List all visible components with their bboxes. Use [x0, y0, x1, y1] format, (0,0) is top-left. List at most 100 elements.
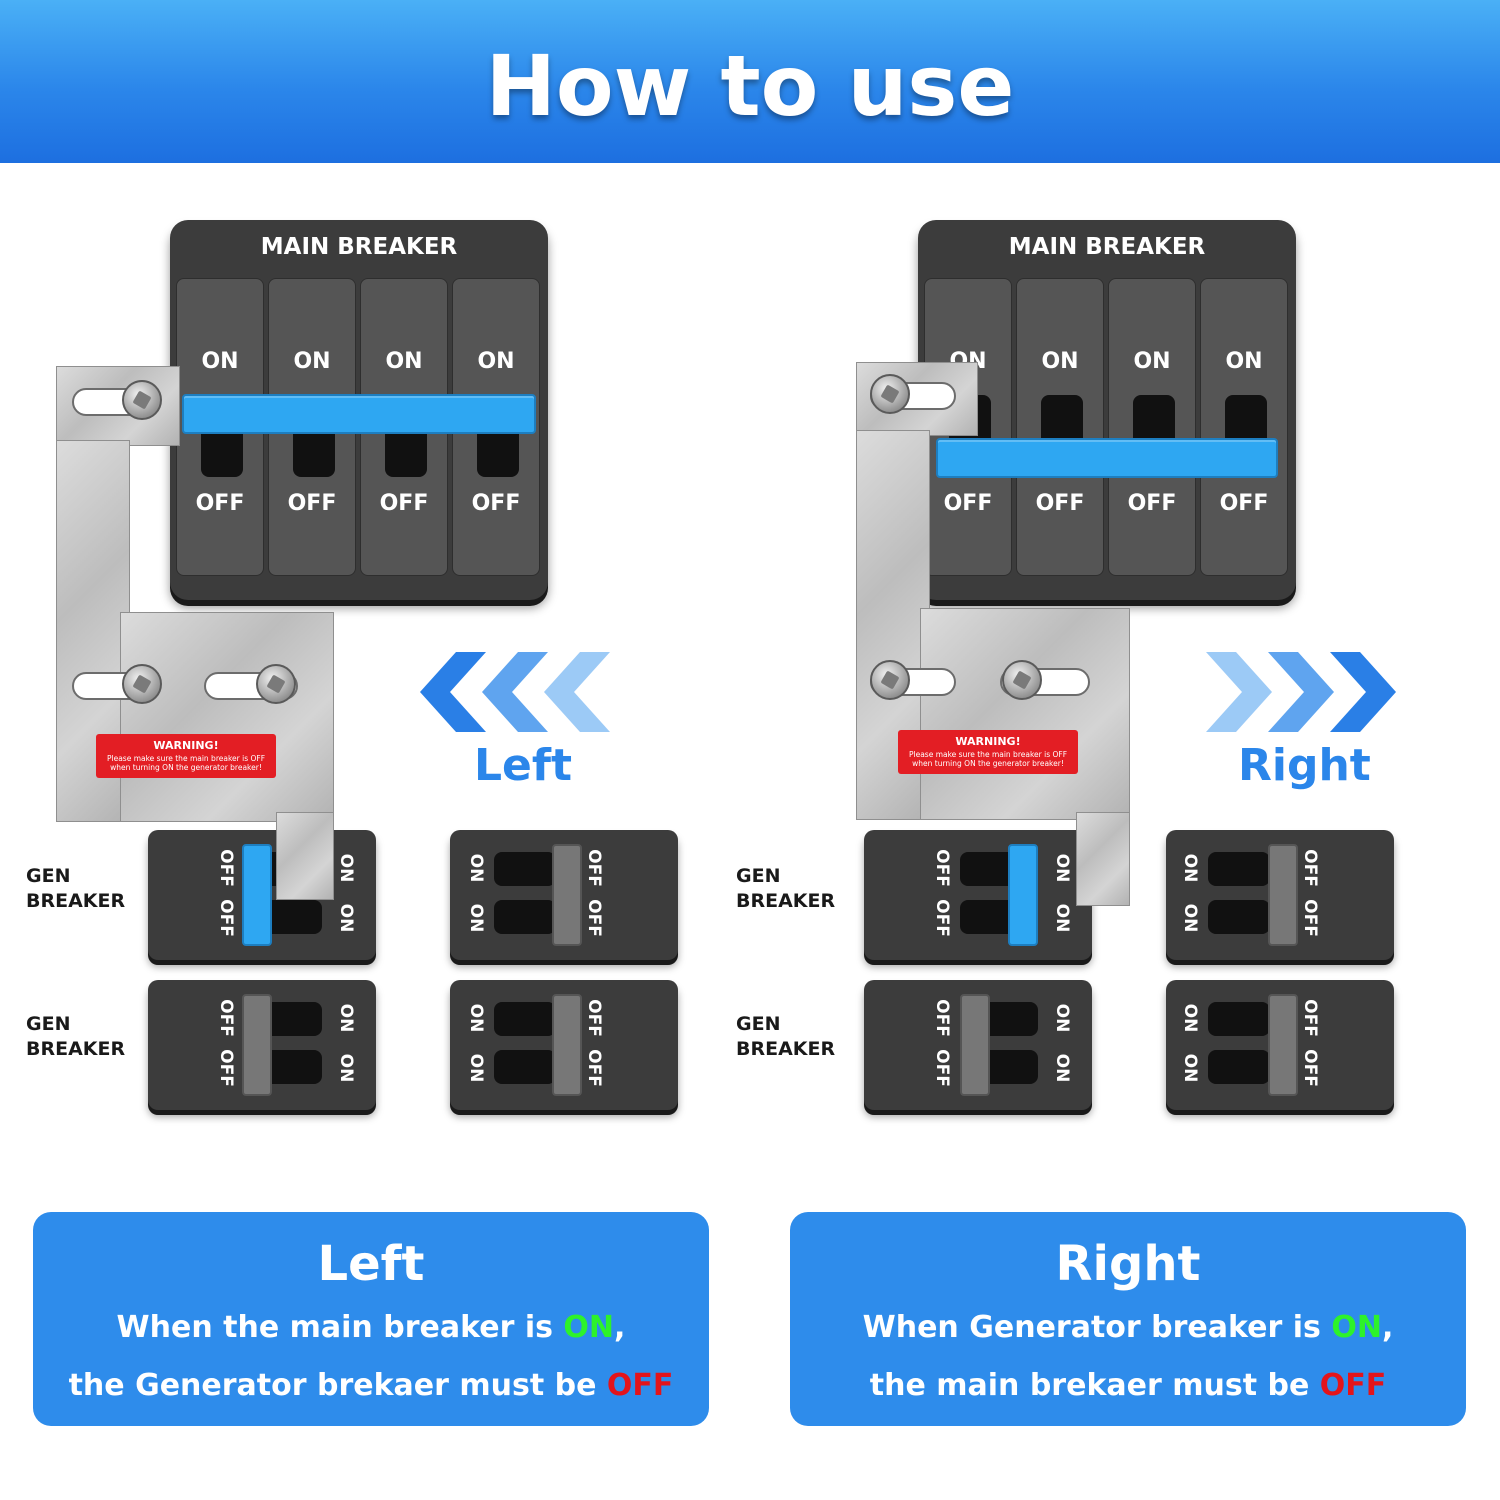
main-breaker-handle-tie-off	[936, 438, 1278, 478]
chevron-right-icon	[1268, 652, 1334, 732]
gen-handle-on	[1008, 844, 1038, 946]
gen-handle-off	[552, 844, 582, 946]
warning-text: Please make sure the main breaker is OFF…	[908, 750, 1068, 768]
gen-off-label: OFF	[216, 849, 236, 887]
gen-slot	[494, 852, 556, 886]
gen-on-label: ON	[1052, 1053, 1072, 1083]
right-arrows-icon	[1206, 652, 1396, 732]
pole-off-label: OFF	[1035, 491, 1085, 516]
main-breaker-pole: ON OFF	[1016, 278, 1104, 576]
pole-off-label: OFF	[195, 491, 245, 516]
gen-handle-off	[552, 994, 582, 1096]
interlock-plate-lower	[120, 612, 334, 822]
gen-off-label: OFF	[584, 849, 604, 887]
gen-breaker-label: GEN BREAKER	[26, 1013, 126, 1060]
gen-off-label: OFF	[1300, 999, 1320, 1037]
main-breaker-title: MAIN BREAKER	[1008, 234, 1206, 260]
gen-breaker: OFF OFF ON ON	[148, 830, 376, 960]
gen-slot	[1208, 852, 1270, 886]
interlock-plate-stop	[1076, 812, 1130, 906]
pole-off-label: OFF	[1219, 491, 1269, 516]
gen-off-label: OFF	[584, 1049, 604, 1087]
gen-slot	[494, 900, 556, 934]
pole-on-label: ON	[385, 349, 423, 374]
gen-breaker-label: GEN BREAKER	[736, 865, 836, 912]
gen-handle-off	[1268, 994, 1298, 1096]
gen-handle-off	[1268, 844, 1298, 946]
warning-label: WARNING! Please make sure the main break…	[898, 730, 1078, 774]
gen-off-label: OFF	[932, 849, 952, 887]
direction-label-right: Right	[1238, 740, 1371, 791]
chevron-right-icon	[1330, 652, 1396, 732]
pole-on-label: ON	[293, 349, 331, 374]
info-line: When Generator breaker is ON,	[862, 1310, 1394, 1345]
gen-off-label: OFF	[584, 999, 604, 1037]
gen-on-label: ON	[336, 903, 356, 933]
gen-on-label: ON	[336, 1053, 356, 1083]
warning-text: Please make sure the main breaker is OFF…	[106, 754, 266, 772]
gen-on-label: ON	[466, 1053, 486, 1083]
gen-off-label: OFF	[216, 999, 236, 1037]
gen-breaker: OFF OFF ON ON	[864, 980, 1092, 1110]
header-banner: How to use	[0, 0, 1500, 163]
gen-on-label: ON	[336, 1003, 356, 1033]
gen-breaker-label: GEN BREAKER	[26, 865, 126, 912]
gen-handle-off	[242, 994, 272, 1096]
gen-handle-off	[960, 994, 990, 1096]
gen-off-label: OFF	[932, 999, 952, 1037]
screw-icon	[1002, 660, 1042, 700]
gen-on-label: ON	[466, 1003, 486, 1033]
main-breaker-title: MAIN BREAKER	[260, 234, 458, 260]
gen-slot	[1208, 900, 1270, 934]
gen-slot	[494, 1050, 556, 1084]
pole-off-label: OFF	[379, 491, 429, 516]
chevron-left-icon	[544, 652, 610, 732]
pole-on-label: ON	[477, 349, 515, 374]
gen-off-label: OFF	[1300, 849, 1320, 887]
gen-on-label: ON	[336, 853, 356, 883]
info-line: When the main breaker is ON,	[116, 1310, 626, 1345]
pole-off-label: OFF	[1127, 491, 1177, 516]
screw-icon	[256, 664, 296, 704]
gen-slot	[1208, 1050, 1270, 1084]
gen-on-label: ON	[1052, 1003, 1072, 1033]
gen-breaker: OFF OFF ON ON	[864, 830, 1092, 960]
page-title: How to use	[485, 37, 1015, 135]
gen-breaker: ON ON OFF OFF	[450, 830, 678, 960]
info-box-left: Left When the main breaker is ON, the Ge…	[33, 1212, 709, 1426]
pole-off-label: OFF	[287, 491, 337, 516]
info-line: the Generator brekaer must be OFF	[68, 1368, 674, 1403]
gen-off-label: OFF	[1300, 1049, 1320, 1087]
gen-breaker: OFF OFF ON ON	[148, 980, 376, 1110]
pole-off-label: OFF	[471, 491, 521, 516]
main-breaker-pole: ON OFF	[1200, 278, 1288, 576]
info-line: the main brekaer must be OFF	[869, 1368, 1387, 1403]
gen-breaker-label: GEN BREAKER	[736, 1013, 836, 1060]
info-box-right: Right When Generator breaker is ON, the …	[790, 1212, 1466, 1426]
direction-label-left: Left	[474, 740, 573, 791]
gen-on-label: ON	[1180, 903, 1200, 933]
interlock-plate-lower	[920, 608, 1130, 820]
gen-on-label: ON	[1180, 1003, 1200, 1033]
gen-breaker: ON ON OFF OFF	[1166, 980, 1394, 1110]
gen-on-label: ON	[466, 853, 486, 883]
gen-off-label: OFF	[584, 899, 604, 937]
warning-label: WARNING! Please make sure the main break…	[96, 734, 276, 778]
gen-off-label: OFF	[1300, 899, 1320, 937]
gen-slot	[494, 1002, 556, 1036]
gen-on-label: ON	[1052, 903, 1072, 933]
gen-on-label: ON	[1180, 853, 1200, 883]
pole-on-label: ON	[201, 349, 239, 374]
warning-title: WARNING!	[955, 735, 1021, 748]
gen-on-label: ON	[1052, 853, 1072, 883]
screw-icon	[870, 660, 910, 700]
pole-on-label: ON	[1041, 349, 1079, 374]
chevron-right-icon	[1206, 652, 1272, 732]
screw-icon	[122, 380, 162, 420]
chevron-left-icon	[482, 652, 548, 732]
gen-handle-off	[242, 844, 272, 946]
gen-off-label: OFF	[932, 1049, 952, 1087]
left-arrows-icon	[420, 652, 610, 732]
gen-slot	[1208, 1002, 1270, 1036]
info-title: Right	[1055, 1236, 1201, 1292]
